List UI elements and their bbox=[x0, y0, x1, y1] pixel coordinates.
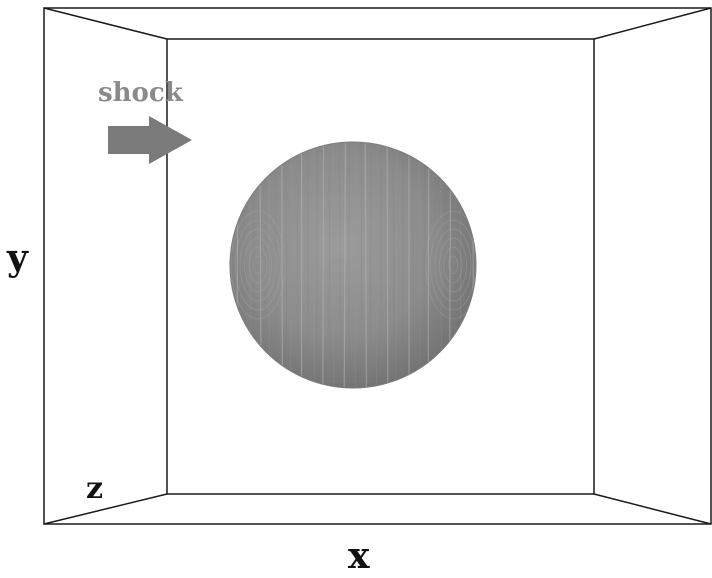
edge-top-right bbox=[593, 7, 712, 40]
edge-bottom-right bbox=[593, 493, 712, 525]
z-axis-label: z bbox=[86, 471, 103, 506]
edge-top-left bbox=[43, 7, 168, 40]
x-axis-label: x bbox=[348, 535, 370, 577]
shock-label: shock bbox=[98, 78, 184, 108]
edge-bottom-left bbox=[43, 493, 168, 525]
outer-frame bbox=[43, 7, 712, 525]
bubble-sphere bbox=[229, 141, 477, 389]
y-axis-label: y bbox=[6, 237, 29, 279]
inner-frame bbox=[166, 38, 595, 495]
shock-arrow-icon bbox=[108, 116, 192, 164]
